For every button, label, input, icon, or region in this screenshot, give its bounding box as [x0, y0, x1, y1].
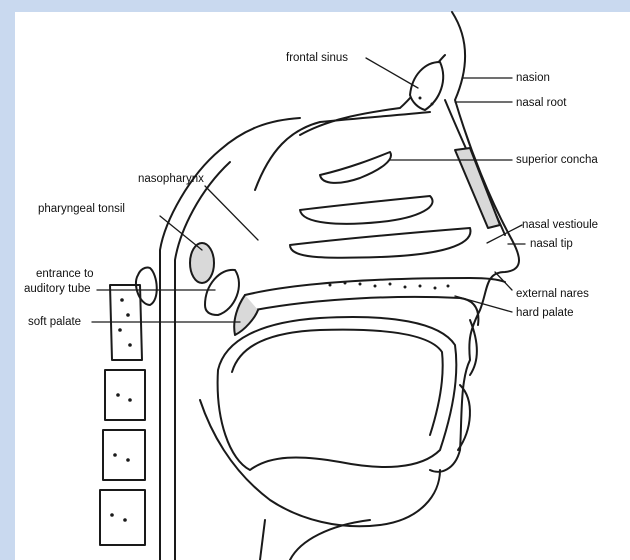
- label-nasal-root: nasal root: [516, 97, 567, 110]
- label-nasion: nasion: [516, 72, 550, 85]
- label-frontal-sinus: frontal sinus: [286, 52, 348, 65]
- vertebra-3: [103, 430, 145, 480]
- inferior-concha: [290, 228, 470, 258]
- label-entrance-line2: auditory tube: [24, 283, 91, 296]
- vertebra-4: [100, 490, 145, 545]
- label-external-nares: external nares: [516, 288, 589, 301]
- label-entrance-line1: entrance to: [36, 268, 94, 281]
- superior-concha: [320, 152, 391, 183]
- leader-nasopharynx: [205, 186, 258, 240]
- leader-external-nares: [495, 272, 512, 290]
- upper-lip: [470, 320, 477, 375]
- pharyngeal-tonsil: [190, 243, 214, 283]
- label-nasal-tip: nasal tip: [530, 238, 573, 251]
- label-hard-palate: hard palate: [516, 307, 574, 320]
- neck-front: [260, 520, 265, 560]
- label-nasal-vestibule: nasal vestioule: [522, 219, 598, 232]
- leader-frontal-sinus: [366, 58, 418, 88]
- tongue-inner: [232, 330, 443, 435]
- vertebra-2: [105, 370, 145, 420]
- middle-concha: [300, 196, 433, 224]
- nasal-cavity-roof: [255, 112, 430, 190]
- label-nasopharynx: nasopharynx: [138, 173, 204, 186]
- tongue-outline: [218, 317, 457, 470]
- label-superior-concha: superior concha: [516, 154, 598, 167]
- soft-palate: [234, 295, 258, 335]
- mandible: [200, 400, 440, 526]
- leader-pharyngeal-tonsil: [160, 216, 202, 250]
- label-soft-palate: soft palate: [28, 316, 81, 329]
- label-pharyngeal-tonsil: pharyngeal tonsil: [38, 203, 125, 216]
